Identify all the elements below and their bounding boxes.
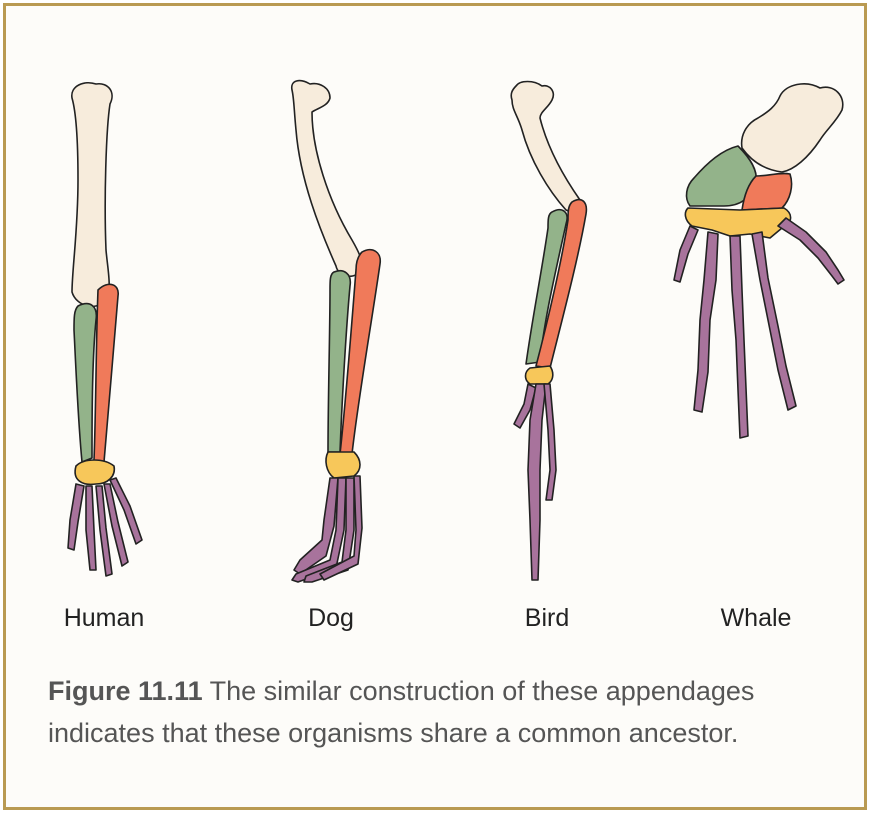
whale-flipper (674, 84, 844, 438)
label-whale: Whale (676, 604, 836, 633)
label-bird: Bird (467, 604, 627, 633)
human-carpals (75, 460, 114, 484)
human-ulna (94, 284, 118, 462)
human-phalanges (68, 478, 142, 576)
label-human: Human (24, 604, 184, 633)
whale-phalanges (674, 218, 844, 438)
whale-carpals (685, 208, 790, 238)
dog-leg (292, 81, 381, 582)
bird-phalanges (514, 384, 556, 580)
figure-number: Figure 11.11 (48, 676, 203, 706)
figure-caption: Figure 11.11 The similar construction of… (48, 670, 848, 754)
dog-humerus (292, 81, 362, 277)
human-radius (74, 304, 96, 462)
bird-humerus (511, 82, 580, 212)
human-arm (68, 83, 142, 576)
bird-wing (511, 82, 586, 581)
label-dog: Dog (251, 604, 411, 633)
dog-phalanges (292, 476, 362, 582)
human-humerus (72, 83, 112, 307)
dog-carpals (326, 452, 360, 478)
bird-carpals (526, 366, 553, 384)
whale-humerus (742, 84, 843, 172)
